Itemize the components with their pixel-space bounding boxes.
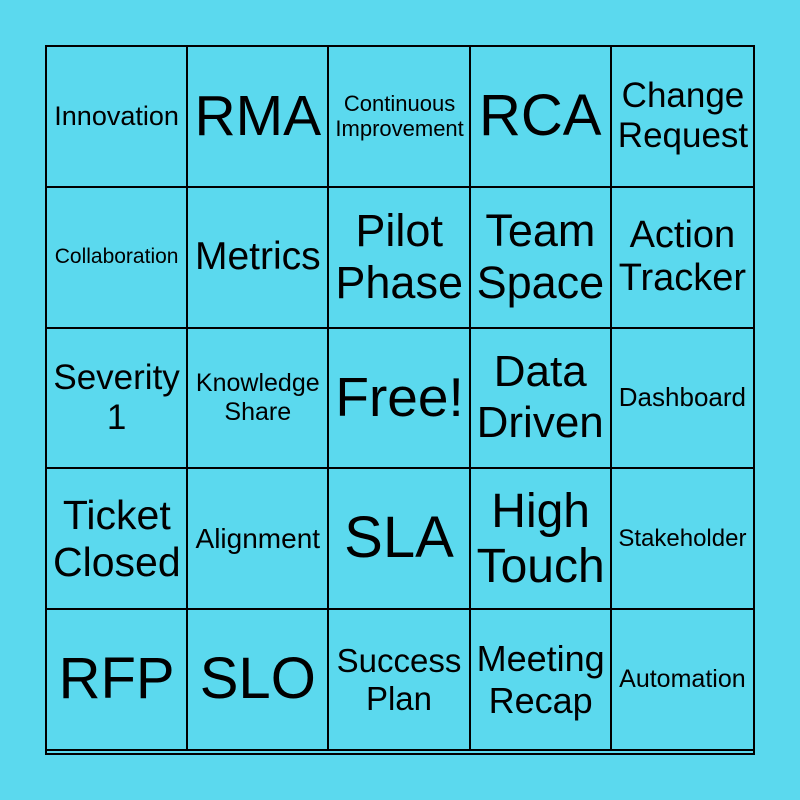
- bingo-cell-label: Data Driven: [476, 347, 604, 447]
- bingo-cell[interactable]: Meeting Recap: [470, 610, 612, 751]
- bingo-cell[interactable]: Ticket Closed: [47, 469, 189, 611]
- bingo-cell[interactable]: Data Driven: [470, 328, 612, 470]
- bingo-cell[interactable]: Success Plan: [329, 610, 471, 751]
- bingo-cell-label: RMA: [194, 83, 322, 148]
- bingo-cell-label: Continuous Improvement: [335, 91, 464, 142]
- bingo-cell-label: Dashboard: [618, 382, 746, 413]
- bingo-cell[interactable]: Metrics: [188, 187, 330, 329]
- bingo-cell-label: Stakeholder: [618, 524, 747, 552]
- bingo-cell-label: Collaboration: [54, 245, 179, 269]
- bingo-cell-label: RFP: [58, 646, 175, 712]
- bingo-cell-label: SLA: [344, 505, 454, 571]
- bingo-cell-label: SLO: [199, 646, 316, 712]
- bingo-cell[interactable]: RCA: [470, 47, 612, 188]
- bingo-cell[interactable]: RMA: [188, 47, 330, 188]
- bingo-cell-label: Ticket Closed: [53, 491, 181, 585]
- bingo-cell[interactable]: High Touch: [470, 469, 612, 611]
- bingo-cell[interactable]: SLO: [188, 610, 330, 751]
- bingo-cell[interactable]: Continuous Improvement: [329, 47, 471, 188]
- bingo-cell[interactable]: Action Tracker: [611, 188, 753, 329]
- bingo-cell[interactable]: Knowledge Share: [188, 328, 330, 470]
- bingo-cell[interactable]: RFP: [47, 610, 189, 751]
- bingo-cell-label: Metrics: [194, 234, 321, 278]
- bingo-cell-label: RCA: [478, 83, 602, 149]
- bingo-cell[interactable]: Dashboard: [611, 329, 753, 470]
- bingo-cell-label: Action Tracker: [618, 213, 747, 300]
- bingo-cell-label: Meeting Recap: [476, 638, 605, 721]
- bingo-cell-label: Automation: [619, 665, 746, 694]
- bingo-cell[interactable]: Alignment: [188, 469, 330, 611]
- bingo-cell[interactable]: Severity 1: [47, 328, 189, 470]
- bingo-cell[interactable]: Pilot Phase: [329, 187, 471, 329]
- bingo-cell[interactable]: Collaboration: [47, 187, 189, 329]
- bingo-cell[interactable]: Change Request: [611, 47, 753, 188]
- bingo-cell-label: Success Plan: [336, 641, 462, 717]
- bingo-cell-label: Pilot Phase: [335, 205, 463, 309]
- free-space-cell[interactable]: Free!: [329, 328, 471, 470]
- bingo-cell-label: Alignment: [195, 522, 321, 554]
- bingo-cell-label: Severity 1: [53, 357, 180, 437]
- bingo-cell-label: Team Space: [476, 205, 605, 309]
- bingo-cell[interactable]: Innovation: [47, 47, 189, 188]
- bingo-cell-label: Knowledge Share: [195, 369, 320, 426]
- bingo-cell-label: Change Request: [617, 76, 749, 156]
- bingo-cell[interactable]: Automation: [611, 610, 753, 751]
- bingo-cell-label: Free!: [335, 366, 464, 429]
- bingo-cell-label: Innovation: [54, 100, 179, 131]
- bingo-cell-label: High Touch: [476, 484, 605, 593]
- bingo-cell[interactable]: SLA: [329, 469, 471, 611]
- bingo-cell[interactable]: Team Space: [470, 187, 612, 329]
- bingo-cell[interactable]: Stakeholder: [611, 469, 753, 611]
